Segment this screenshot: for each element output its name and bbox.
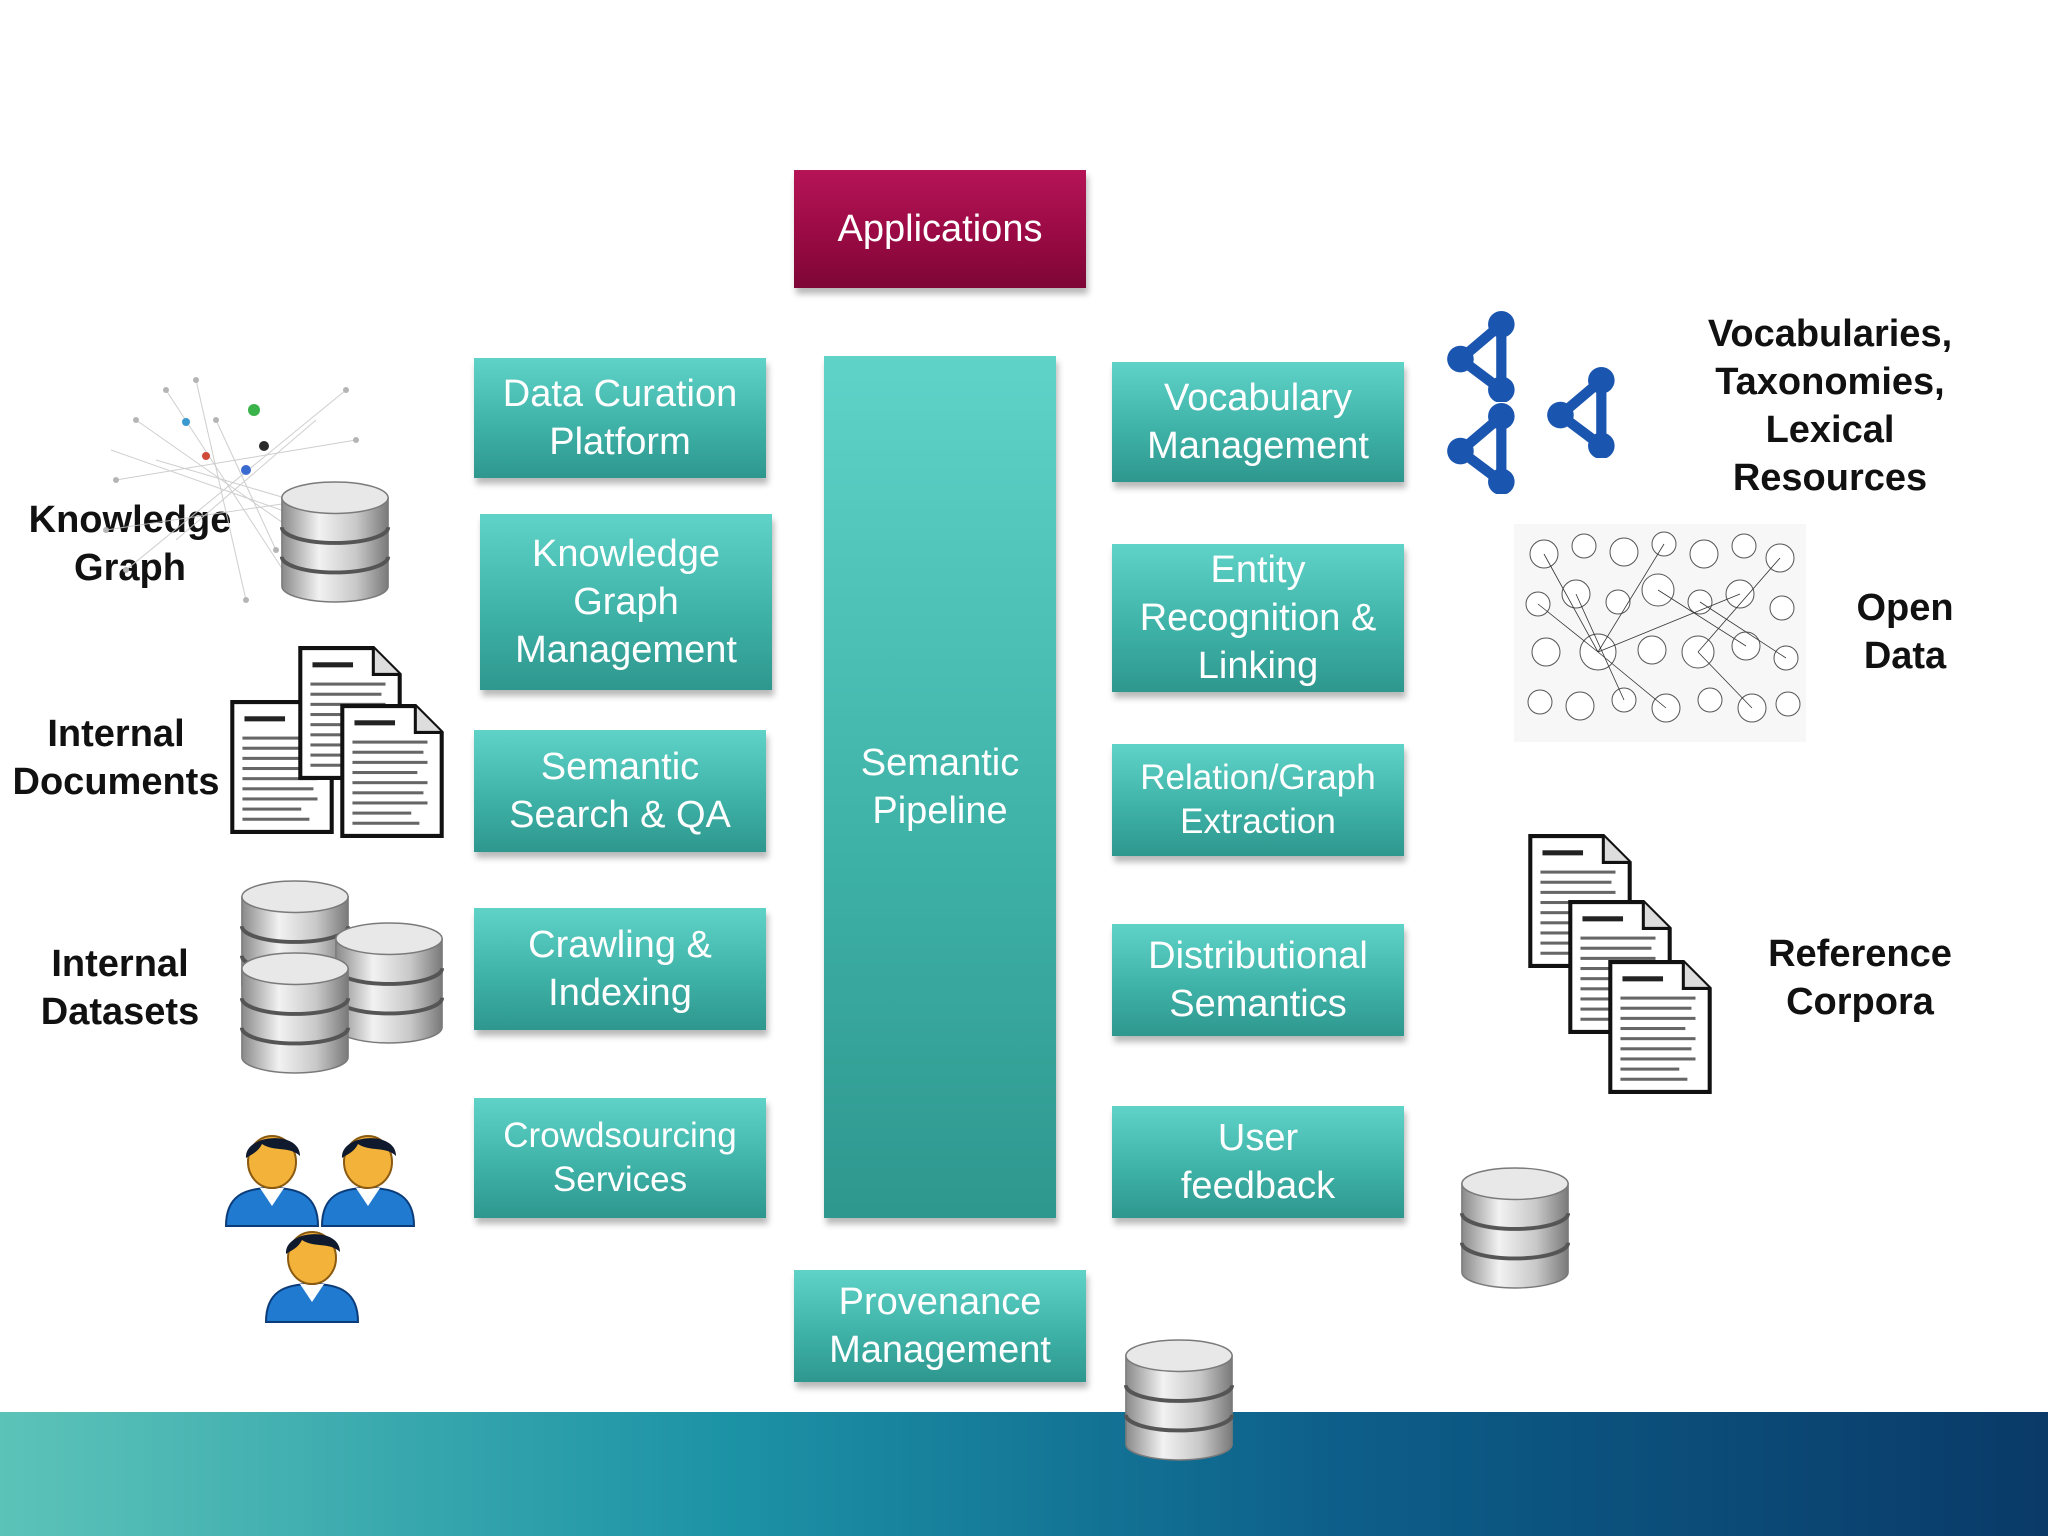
crowdsourcing-services-label: Crowdsourcing Services bbox=[503, 1116, 737, 1199]
footer-band bbox=[0, 1412, 2048, 1536]
graph-icon bbox=[1440, 310, 1532, 402]
document-icon bbox=[336, 700, 448, 842]
user-feedback-box: User feedback bbox=[1112, 1106, 1404, 1218]
graph-icon bbox=[1540, 366, 1632, 458]
database-icon bbox=[239, 950, 351, 1075]
vocabulary-management-box: Vocabulary Management bbox=[1112, 362, 1404, 482]
relation-graph-extraction-label: Relation/Graph Extraction bbox=[1140, 758, 1376, 841]
user-feedback-label: User feedback bbox=[1180, 1117, 1336, 1207]
entity-recognition-linking-label: Entity Recognition & Linking bbox=[1139, 549, 1377, 687]
applications-box: Applications bbox=[794, 170, 1086, 288]
database-icon bbox=[1456, 1160, 1574, 1292]
data-curation-platform-box: Data Curation Platform bbox=[474, 358, 766, 478]
user-icon bbox=[264, 1230, 360, 1324]
data-curation-platform-label: Data Curation Platform bbox=[502, 373, 738, 463]
semantic-pipeline-box: Semantic Pipeline bbox=[824, 356, 1056, 1218]
semantic-search-qa-box: Semantic Search & QA bbox=[474, 730, 766, 852]
graph-icon bbox=[1440, 402, 1532, 494]
entity-recognition-linking-box: Entity Recognition & Linking bbox=[1112, 544, 1404, 692]
user-icon bbox=[320, 1134, 416, 1228]
crawling-indexing-label: Crawling & Indexing bbox=[528, 924, 712, 1014]
applications-label: Applications bbox=[837, 208, 1043, 250]
crawling-indexing-box: Crawling & Indexing bbox=[474, 908, 766, 1030]
reference-corpora-label: Reference Corpora bbox=[1768, 933, 1952, 1023]
provenance-management-box: Provenance Management bbox=[794, 1270, 1086, 1382]
provenance-management-label: Provenance Management bbox=[829, 1281, 1051, 1371]
internal-datasets-label: Internal Datasets bbox=[40, 943, 200, 1033]
knowledge-graph-management-label: Knowledge Graph Management bbox=[515, 533, 737, 671]
user-icon bbox=[224, 1134, 320, 1228]
relation-graph-extraction-box: Relation/Graph Extraction bbox=[1112, 744, 1404, 856]
network-icon bbox=[1514, 524, 1806, 742]
vocabulary-management-label: Vocabulary Management bbox=[1147, 377, 1369, 467]
distributional-semantics-label: Distributional Semantics bbox=[1148, 935, 1368, 1025]
document-icon bbox=[1602, 956, 1718, 1098]
knowledge-graph-management-box: Knowledge Graph Management bbox=[480, 514, 772, 690]
semantic-pipeline-label: Semantic Pipeline bbox=[860, 742, 1020, 832]
semantic-search-qa-label: Semantic Search & QA bbox=[509, 746, 731, 836]
database-icon bbox=[276, 474, 394, 606]
distributional-semantics-box: Distributional Semantics bbox=[1112, 924, 1404, 1036]
database-icon bbox=[1120, 1332, 1238, 1464]
vocabularies-label: Vocabularies, Taxonomies, Lexical Resour… bbox=[1707, 313, 1953, 499]
knowledge-graph-label: Knowledge Graph bbox=[28, 499, 232, 589]
crowdsourcing-services-box: Crowdsourcing Services bbox=[474, 1098, 766, 1218]
internal-documents-label: Internal Documents bbox=[12, 713, 220, 803]
open-data-label: Open Data bbox=[1856, 587, 1954, 677]
